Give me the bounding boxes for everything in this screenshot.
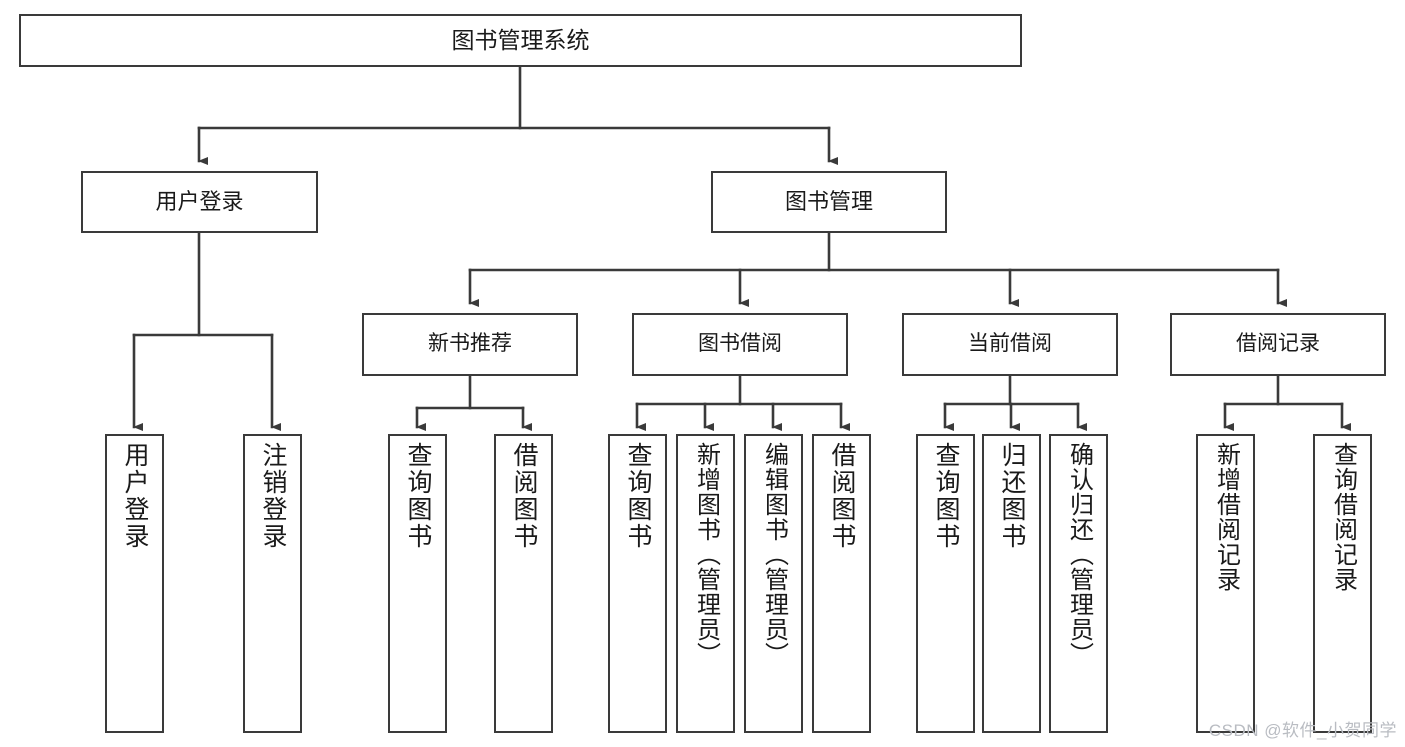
node-label: 当前借阅	[968, 332, 1052, 356]
node-label: 借阅图书	[510, 442, 538, 550]
node-label: 新书推荐	[428, 332, 512, 356]
node-label: 图书借阅	[698, 332, 782, 356]
node-root-system[interactable]: 图书管理系统	[19, 14, 1022, 67]
node-label: 编辑图书（管理员）	[760, 442, 788, 667]
node-label: 查询图书	[624, 442, 652, 550]
leaf-current-confirm-return-admin[interactable]: 确认归还（管理员）	[1049, 434, 1108, 733]
node-label: 用户登录	[121, 442, 149, 550]
csdn-watermark: CSDN @软件_小贺同学	[1208, 721, 1397, 740]
leaf-records-add-record[interactable]: 新增借阅记录	[1196, 434, 1255, 733]
node-borrow-records[interactable]: 借阅记录	[1170, 313, 1386, 376]
node-user-login[interactable]: 用户登录	[81, 171, 318, 233]
node-label: 图书管理	[784, 189, 873, 215]
leaf-borrow-query-book[interactable]: 查询图书	[608, 434, 667, 733]
node-label: 查询图书	[404, 442, 432, 550]
leaf-current-query-book[interactable]: 查询图书	[916, 434, 975, 733]
node-label: 查询图书	[932, 442, 960, 550]
node-label: 新增借阅记录	[1212, 442, 1240, 592]
node-label: 归还图书	[998, 442, 1026, 550]
leaf-recommend-borrow-book[interactable]: 借阅图书	[494, 434, 553, 733]
node-label: 注销登录	[259, 442, 287, 550]
leaf-current-return-book[interactable]: 归还图书	[982, 434, 1041, 733]
leaf-borrow-edit-book-admin[interactable]: 编辑图书（管理员）	[744, 434, 803, 733]
leaf-borrow-borrow-book[interactable]: 借阅图书	[812, 434, 871, 733]
node-book-borrow[interactable]: 图书借阅	[632, 313, 848, 376]
node-current-borrow[interactable]: 当前借阅	[902, 313, 1118, 376]
leaf-borrow-add-book-admin[interactable]: 新增图书（管理员）	[676, 434, 735, 733]
node-label: 图书管理系统	[451, 26, 590, 53]
node-label: 借阅记录	[1236, 332, 1320, 356]
node-label: 查询借阅记录	[1329, 442, 1357, 592]
leaf-recommend-query-book[interactable]: 查询图书	[388, 434, 447, 733]
leaf-user-login-logout[interactable]: 注销登录	[243, 434, 302, 733]
node-book-management[interactable]: 图书管理	[711, 171, 947, 233]
node-label: 确认归还（管理员）	[1065, 442, 1093, 667]
node-new-book-recommend[interactable]: 新书推荐	[362, 313, 578, 376]
node-label: 用户登录	[155, 189, 244, 215]
leaf-user-login-login[interactable]: 用户登录	[105, 434, 164, 733]
leaf-records-query-record[interactable]: 查询借阅记录	[1313, 434, 1372, 733]
node-label: 新增图书（管理员）	[692, 442, 720, 667]
node-label: 借阅图书	[828, 442, 856, 550]
